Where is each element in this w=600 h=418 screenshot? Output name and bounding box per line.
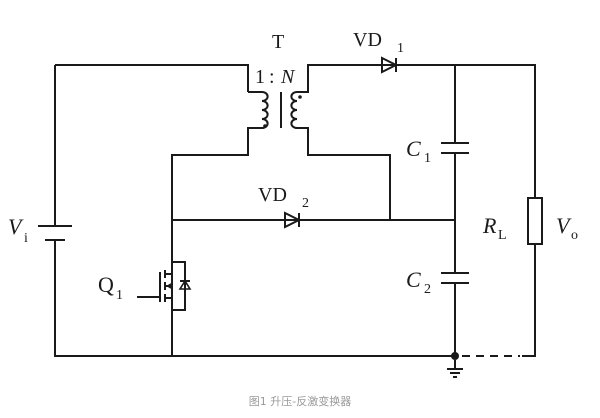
wire-top-left: [55, 64, 249, 92]
label-c1-sub: 1: [424, 151, 431, 166]
mosfet-q1: [137, 261, 192, 311]
label-vi: V: [8, 214, 24, 239]
label-q1-sub: 1: [116, 288, 123, 303]
ground-node: [451, 352, 459, 360]
dot-secondary: [298, 95, 302, 99]
wire-left-bottom: [54, 240, 455, 357]
capacitor-c2: [441, 272, 469, 284]
label-ratio-sep: :: [269, 66, 275, 88]
label-vi-sub: i: [24, 231, 28, 246]
label-vd2-sub: 2: [302, 196, 309, 211]
label-transformer: T: [272, 31, 284, 53]
ground-icon: [447, 360, 463, 378]
label-c1: C: [406, 136, 421, 161]
label-vo-sub: o: [571, 228, 578, 243]
capacitor-c1: [441, 142, 469, 154]
label-vd2: VD: [258, 184, 287, 206]
label-ratio-right: N: [280, 66, 296, 88]
label-rl: R: [482, 213, 497, 238]
label-vd1-sub: 1: [397, 41, 404, 56]
dot-primary: [263, 124, 267, 128]
battery-vin: [38, 225, 72, 241]
label-ratio-left: 1: [255, 66, 265, 88]
transformer: [171, 64, 455, 356]
wire-load-top: [455, 64, 536, 198]
label-c2-sub: 2: [424, 282, 431, 297]
resistor-rl: [527, 197, 543, 245]
wire-load-bottom: [522, 244, 536, 357]
figure-caption: 图1 升压-反激变换器: [248, 395, 352, 408]
label-rl-sub: L: [498, 228, 507, 243]
label-q1: Q: [98, 272, 114, 297]
label-vo: V: [556, 213, 572, 238]
label-vd1: VD: [353, 29, 382, 51]
label-c2: C: [406, 267, 421, 292]
diode-vd2: [284, 211, 302, 229]
diode-vd1: [381, 56, 399, 74]
